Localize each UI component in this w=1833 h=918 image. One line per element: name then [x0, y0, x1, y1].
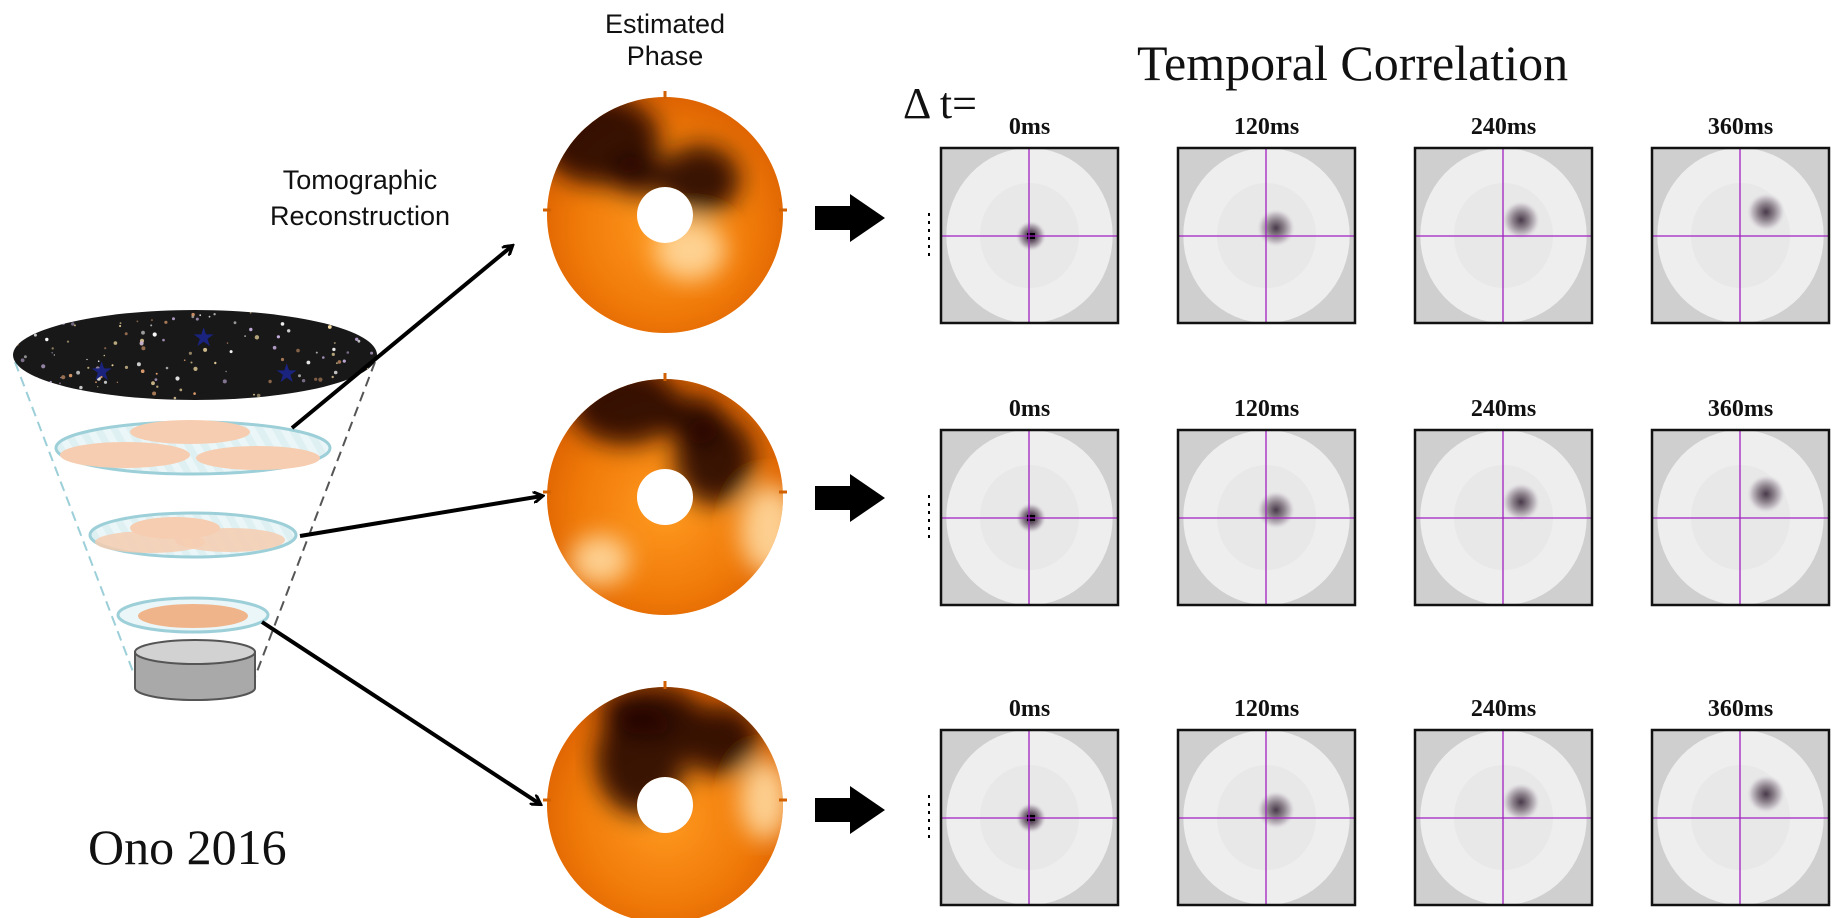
arrow-layer-3 — [260, 620, 540, 804]
tomographic-line: Tomographic — [282, 165, 438, 195]
sky-disk: ★ ★ ★ — [13, 310, 377, 400]
turbulence-layer-2 — [88, 511, 298, 559]
star-icon: ★ — [275, 359, 298, 389]
correlation-peak — [1746, 774, 1786, 814]
correlation-peak — [1501, 782, 1541, 822]
estimated-phase-line-1: Estimated — [604, 9, 726, 39]
correlation-panel-r2-c4 — [1650, 428, 1831, 607]
turbulence-layer-1 — [54, 420, 332, 476]
correlation-panel-r3-c3 — [1413, 728, 1594, 907]
temporal-correlation-grid — [928, 146, 1831, 907]
correlation-peak — [1746, 474, 1786, 514]
temporal-correlation-title: Temporal Correlation — [1137, 35, 1569, 91]
correlation-panel-r3-c4 — [1650, 728, 1831, 907]
lag-label-r2-c3: 240ms — [1470, 396, 1537, 422]
turbulence-layer-3 — [116, 596, 270, 634]
delta-t-label: Δ t= — [903, 79, 977, 128]
cone-left-edge — [14, 361, 141, 691]
lag-label-r3-c1: 0ms — [1008, 696, 1051, 722]
correlation-panel-r2-c3 — [1413, 428, 1594, 607]
cone-right-edge — [249, 361, 376, 691]
phase-map-1 — [543, 91, 787, 333]
lag-label-r1-c1: 0ms — [1008, 114, 1051, 140]
block-arrows — [815, 194, 885, 834]
correlation-peak — [1501, 482, 1541, 522]
estimated-phase-maps — [543, 91, 787, 918]
block-arrow-icon — [815, 194, 885, 242]
correlation-peak — [1501, 200, 1541, 240]
estimated-phase-title: Estimated Phase — [580, 8, 750, 72]
lag-label-r1-c4: 360ms — [1707, 114, 1774, 140]
correlation-panel-r1-c1 — [939, 146, 1120, 325]
tomographic-reconstruction-label: Tomographic Reconstruction — [240, 162, 480, 234]
telescope-icon — [134, 639, 256, 701]
block-arrow-icon — [815, 474, 885, 522]
correlation-peak — [1256, 790, 1296, 830]
lag-label-r2-c2: 120ms — [1233, 396, 1300, 422]
lag-label-r2-c1: 0ms — [1008, 396, 1051, 422]
correlation-peak — [1256, 208, 1296, 248]
correlation-peak — [1256, 490, 1296, 530]
correlation-panel-r2-c1 — [939, 428, 1120, 607]
star-icon: ★ — [90, 357, 113, 387]
lag-label-r2-c4: 360ms — [1707, 396, 1774, 422]
star-icon: ★ — [192, 323, 215, 353]
phase-map-2 — [543, 373, 787, 615]
tomography-cone: ★ ★ ★ — [13, 246, 542, 804]
lag-label-r3-c2: 120ms — [1233, 696, 1300, 722]
correlation-peak — [1746, 192, 1786, 232]
lag-label-r3-c4: 360ms — [1707, 696, 1774, 722]
phase-map-3 — [543, 681, 787, 918]
correlation-panel-r2-c2 — [1176, 428, 1357, 607]
block-arrow-icon — [815, 786, 885, 834]
arrow-layer-1 — [290, 246, 512, 430]
correlation-panel-r1-c3 — [1413, 146, 1594, 325]
lag-label-r3-c3: 240ms — [1470, 696, 1537, 722]
arrow-layer-2 — [299, 496, 542, 538]
correlation-panel-r3-c2 — [1176, 728, 1357, 907]
lag-label-r1-c2: 120ms — [1233, 114, 1300, 140]
reconstruction-line: Reconstruction — [269, 201, 451, 231]
citation: Ono 2016 — [88, 819, 287, 875]
estimated-phase-line-2: Phase — [626, 41, 704, 71]
correlation-panel-r1-c4 — [1650, 146, 1831, 325]
correlation-panel-r3-c1 — [939, 728, 1120, 907]
lag-label-r1-c3: 240ms — [1470, 114, 1537, 140]
correlation-panel-r1-c2 — [1176, 146, 1357, 325]
